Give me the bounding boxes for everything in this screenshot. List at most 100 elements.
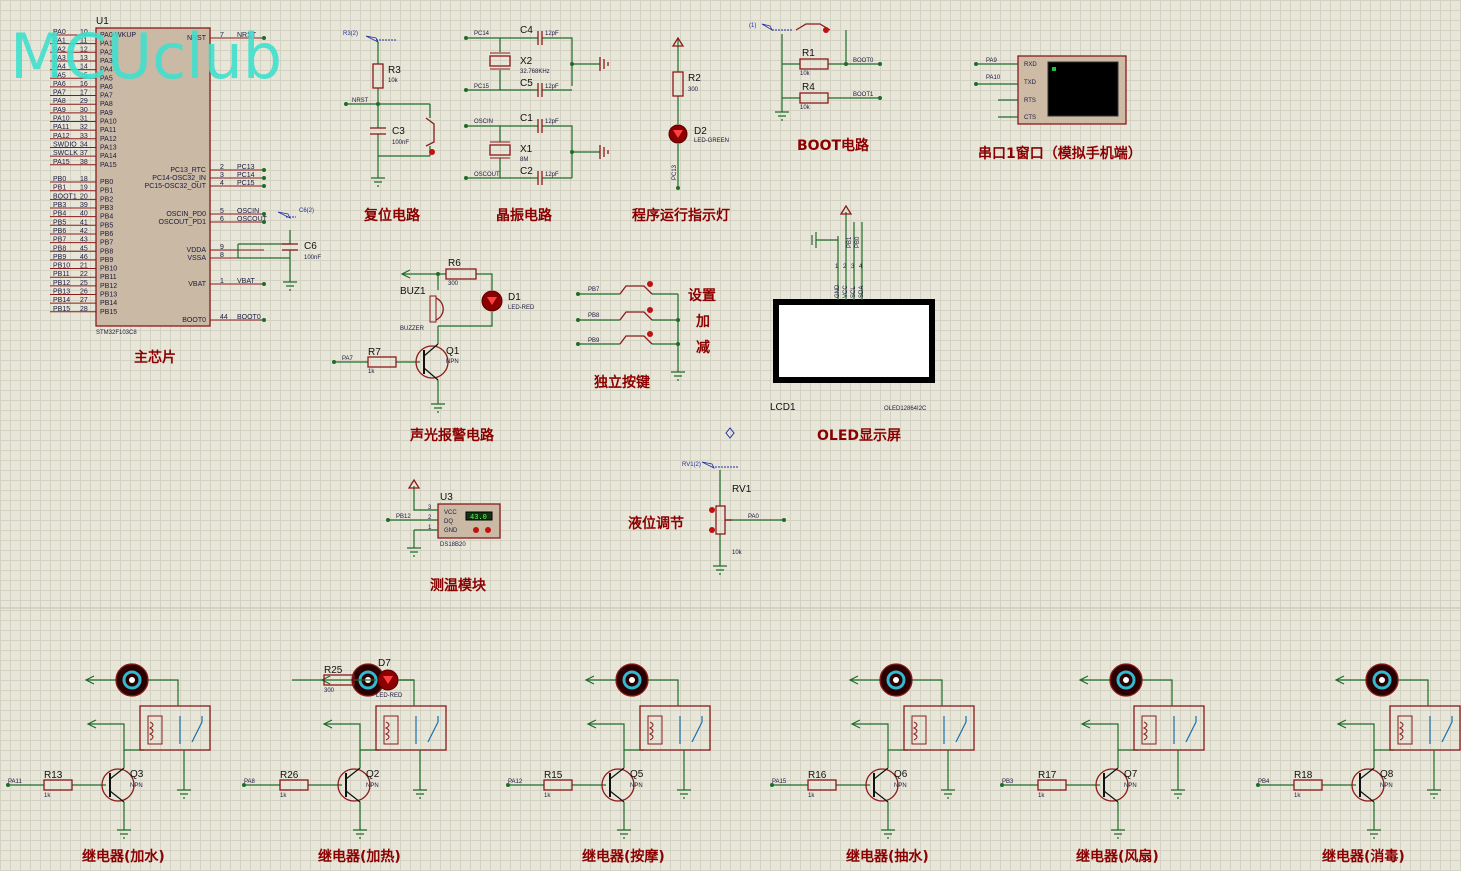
relay-net: PB3	[1002, 779, 1014, 785]
r25-ref: R25	[324, 665, 343, 676]
u1-inner-left: PA5	[100, 75, 113, 82]
u1-left-net: PA2	[53, 46, 66, 53]
keys-circuit[interactable]: PB7 PB8 PB9 设置 加 减	[576, 281, 716, 381]
u1-left-num: 15	[80, 72, 88, 79]
run-led-circuit[interactable]: R2 300 D2 LED-GREEN PC13	[668, 36, 729, 190]
r4-ref: R4	[802, 82, 815, 93]
u1-inner-left: PB6	[100, 231, 113, 238]
u1-inner-right: OSCIN_PD0	[166, 211, 206, 218]
uart-terminal[interactable]: PA9 PA10 RXD TXD RTS CTS	[974, 55, 1127, 125]
c2-val: 12pF	[545, 172, 559, 178]
u1-left-net: PA5	[53, 72, 66, 79]
d2-ref: D2	[694, 126, 707, 137]
oled-pin-num-3: 3	[851, 264, 855, 270]
section-oled: OLED显示屏	[817, 428, 901, 444]
u1-inner-left: PA14	[100, 153, 117, 160]
watermark-logo: MCUclub	[10, 20, 282, 93]
boot-circuit[interactable]: (1) R1 10k R4 10k BOOT0 BOOT1	[749, 23, 882, 121]
r4-val: 10k	[800, 105, 811, 111]
ds-pin-dq: DQ	[444, 519, 453, 525]
ds18b20-sensor[interactable]: 43.0 PB12 VCC DQ GND 3 2 1 U3 DS18B20	[386, 478, 501, 557]
reset-circuit[interactable]: R3(2) R3 10k C3 100nF NRST	[343, 31, 435, 187]
xtal-net-2: PC15	[474, 84, 490, 90]
u1-right-num: 7	[220, 32, 224, 39]
net-dot	[262, 282, 266, 286]
relay-r-val: 1k	[544, 793, 551, 799]
u1-left-net: PB12	[53, 280, 70, 287]
u1-inner-left: PB5	[100, 222, 113, 229]
section-keys: 独立按键	[594, 374, 651, 391]
u1-inner-right: PC15-OSC32_OUT	[145, 183, 207, 190]
u1-left-net: PA6	[53, 81, 66, 88]
reset-probe: R3(2)	[343, 31, 358, 37]
section-reset: 复位电路	[363, 207, 421, 224]
relay-q-ref: Q8	[1380, 769, 1394, 780]
oled-pin-scl: SCL	[851, 286, 857, 298]
u1-right-net: VBAT	[237, 278, 255, 285]
c3-val: 100nF	[392, 140, 409, 146]
run-net: PC13	[672, 164, 678, 180]
x2-val: 32.768KHz	[520, 69, 550, 75]
u1-left-net: PA10	[53, 116, 70, 123]
u1-left-num: 22	[80, 271, 88, 278]
c1-ref: C1	[520, 113, 533, 124]
u1-left-net: PA3	[53, 55, 66, 62]
u1-part: STM32F103C8	[96, 330, 137, 336]
u1-left-num: 30	[80, 107, 88, 114]
relay-net: PA12	[508, 779, 523, 785]
rv1-potentiometer[interactable]: RV1(2) RV1 10k PA0	[682, 461, 786, 575]
r3-val: 10k	[388, 78, 399, 84]
alarm-circuit[interactable]: R6 300 D1 LED-RED BUZ1 BUZZER R7 1k Q1 N…	[332, 258, 535, 413]
c6-capacitor[interactable]: C6 100nF C6(2)	[237, 208, 321, 291]
u1-left-net: PB11	[53, 271, 70, 278]
c6-val: 100nF	[304, 255, 321, 261]
buz-ref: BUZ1	[400, 286, 426, 297]
relay-label: 继电器(加热)	[318, 848, 401, 865]
crystal-circuit[interactable]: PC14 PC15 OSCIN OSCOUT C4 C5 C1 C2 12pF …	[464, 25, 609, 185]
u1-left-num: 45	[80, 245, 88, 252]
u1-left-num: 14	[80, 64, 88, 71]
net-dot	[262, 36, 266, 40]
relay-q-ref: Q2	[366, 769, 380, 780]
marker-icon	[725, 427, 735, 439]
key-net-3: PB9	[588, 338, 600, 344]
u1-inner-left: PB3	[100, 205, 113, 212]
c6-ref: C6	[304, 241, 317, 252]
u1-right-net: OSCIN	[237, 208, 259, 215]
alarm-net: PA7	[342, 356, 354, 362]
oled-pin-sda: SDA	[859, 286, 865, 298]
u1-inner-right: PC13_RTC	[170, 167, 206, 174]
u1-left-num: 21	[80, 263, 88, 270]
u1-left-num: 37	[80, 150, 88, 157]
boot0-net: BOOT0	[853, 58, 874, 64]
xtal-net-1: PC14	[474, 31, 490, 37]
relay-net: PA8	[244, 779, 256, 785]
relay-r-ref: R16	[808, 770, 827, 781]
u1-inner-left: PA0-WKUP	[100, 32, 136, 39]
r2-ref: R2	[688, 73, 701, 84]
oled-display[interactable]: GND VCC SCL SDA PB1 PB0 1 2 3 4 LCD1 OLE…	[770, 204, 935, 413]
section-uart: 串口1窗口（模拟手机端）	[978, 145, 1142, 162]
u1-left-net: PA8	[53, 98, 66, 105]
c5-val: 12pF	[545, 84, 559, 90]
u1-inner-right: NRST	[187, 35, 207, 42]
u3-ref: U3	[440, 492, 453, 503]
u1-left-net: PA7	[53, 90, 66, 97]
uart-pin-txd: TXD	[1024, 80, 1037, 86]
section-main-chip: 主芯片	[134, 349, 176, 366]
relay-q-val: NPN	[1124, 783, 1137, 789]
relay-row: R131kPA11Q3NPN继电器(加水)R261kPA8Q2NPN继电器(加热…	[6, 658, 1461, 865]
relay-label: 继电器(消毒)	[1322, 848, 1405, 865]
oled-part: OLED12864I2C	[884, 406, 927, 412]
r1-ref: R1	[802, 48, 815, 59]
u1-left-num: 20	[80, 193, 88, 200]
key-net-2: PB8	[588, 313, 600, 319]
